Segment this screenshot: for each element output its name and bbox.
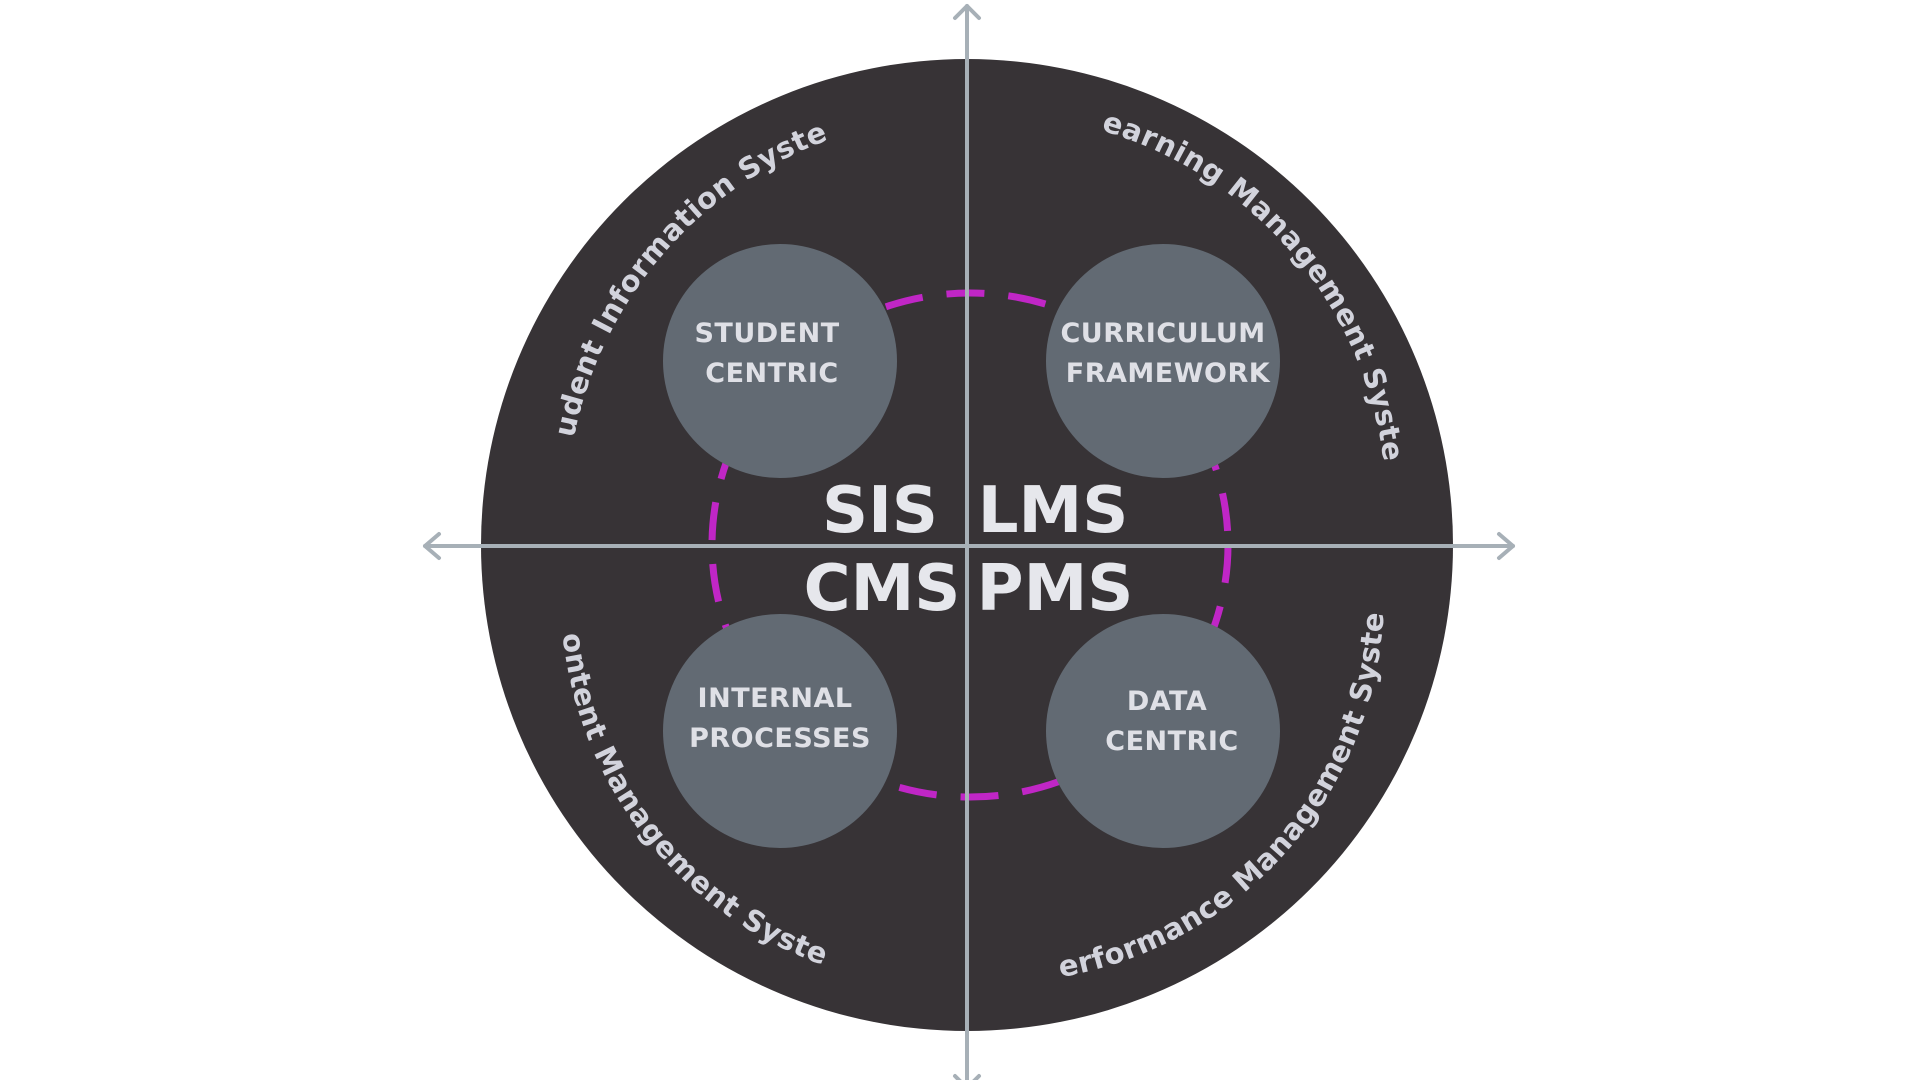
node-label-cms: INTERNAL PROCESSES <box>689 683 871 754</box>
acronym-cms: CMS <box>804 552 961 626</box>
node-label-lms-line-2: FRAMEWORK <box>1066 358 1271 389</box>
axes <box>423 4 1515 1080</box>
node-label-cms-line-1: INTERNAL <box>698 683 853 714</box>
node-label-sis-line-1: STUDENT <box>694 318 839 349</box>
arrowhead-right <box>1497 532 1515 560</box>
node-label-lms: CURRICULUM FRAMEWORK <box>1060 318 1275 389</box>
arrowhead-left <box>423 532 441 560</box>
arrowhead-up <box>953 4 981 20</box>
node-label-pms-line-2: CENTRIC <box>1105 726 1238 757</box>
node-circle-cms <box>663 614 897 848</box>
acronym-lms: LMS <box>978 474 1129 548</box>
node-circle-pms <box>1046 614 1280 848</box>
node-label-pms: DATA CENTRIC <box>1105 686 1238 757</box>
node-label-cms-line-2: PROCESSES <box>689 723 871 754</box>
node-circle-sis <box>663 244 897 478</box>
node-label-pms-line-1: DATA <box>1127 686 1207 717</box>
acronym-sis: SIS <box>822 474 938 548</box>
node-label-lms-line-1: CURRICULUM <box>1060 318 1265 349</box>
node-label-sis-line-2: CENTRIC <box>705 358 838 389</box>
node-label-sis: STUDENT CENTRIC <box>694 318 849 389</box>
acronym-pms: PMS <box>977 552 1134 626</box>
node-circle-lms <box>1046 244 1280 478</box>
